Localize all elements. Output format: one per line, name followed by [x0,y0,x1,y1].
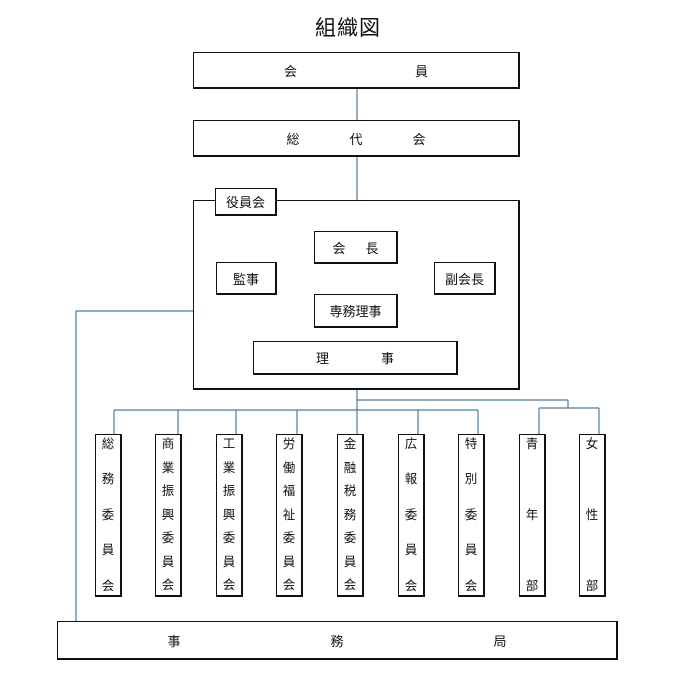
committee-char: 会 [343,577,357,593]
directors-label-2: 事 [381,352,395,367]
committee-char: 商 [161,436,175,451]
vice-chairman-label: 副会長 [444,272,484,288]
committee-char: 委 [404,506,418,522]
chairman-label-1: 会 [332,241,346,257]
committee-char: 特 [464,436,478,451]
committee-char: 興 [161,506,175,522]
committee-char: 会 [464,577,478,593]
committee-char: 振 [222,483,236,499]
committee-char: 委 [282,530,296,546]
womens-division: 女 性 部 [579,434,606,597]
committee-commerce: 商 業 振 興 委 員 会 [155,434,182,597]
committee-char: 祉 [282,506,296,522]
committee-char: 福 [282,483,296,499]
committee-char: 員 [464,542,478,558]
committee-char: 会 [101,577,115,593]
secretariat-box: 事 務 局 [57,621,618,660]
committee-char: 広 [404,436,418,451]
board-group-label-box: 役員会 [215,188,277,216]
committee-char: 働 [282,459,296,475]
committee-char: 年 [525,506,539,522]
committee-char: 会 [161,577,175,593]
committee-char: 会 [282,577,296,593]
committee-char: 税 [343,483,357,499]
committee-char: 振 [161,483,175,499]
committee-char: 女 [585,436,599,451]
committee-char: 員 [161,553,175,569]
committee-char: 会 [404,577,418,593]
committee-char: 員 [282,553,296,569]
secretariat-label-1: 事 [167,634,181,650]
committee-char: 員 [222,553,236,569]
members-label-2: 員 [415,64,429,80]
general-assembly-label-2: 代 [349,132,363,148]
committee-char: 労 [282,436,296,451]
vice-chairman-box: 副会長 [434,262,496,295]
committee-char: 委 [161,530,175,546]
auditor-label: 監事 [232,272,259,288]
committee-general-affairs: 総 務 委 員 会 [95,434,122,597]
board-group-label: 役員会 [225,196,265,211]
general-assembly-label-3: 会 [412,132,426,148]
committee-char: 員 [101,542,115,558]
general-assembly-box: 総 代 会 [193,120,520,157]
committee-char: 委 [101,506,115,522]
committee-char: 業 [222,459,236,475]
executive-director-box: 専務理事 [314,294,398,328]
members-box: 会 員 [193,52,520,89]
page-title: 組織図 [315,16,381,40]
auditor-box: 監事 [216,262,277,295]
committee-finance-tax: 金 融 税 務 委 員 会 [337,434,364,597]
committee-char: 別 [464,471,478,487]
members-label-1: 会 [283,64,297,80]
committee-char: 務 [101,471,115,487]
committee-char: 金 [343,436,357,451]
committee-labor-welfare: 労 働 福 祉 委 員 会 [276,434,303,597]
chairman-label-2: 長 [365,241,379,257]
secretariat-label-3: 局 [493,634,507,650]
committee-industry: 工 業 振 興 委 員 会 [216,434,243,597]
committee-char: 報 [404,471,418,487]
committee-char: 員 [404,542,418,558]
committee-char: 会 [222,577,236,593]
committee-char: 青 [525,436,539,451]
committee-char: 工 [222,436,236,451]
committee-char: 融 [343,459,357,475]
committee-char: 委 [464,506,478,522]
committee-char: 業 [161,459,175,475]
committee-char: 務 [343,506,357,522]
committee-char: 部 [525,577,539,593]
general-assembly-label-1: 総 [286,132,300,148]
committee-char: 員 [343,553,357,569]
committee-char: 部 [585,577,599,593]
secretariat-label-2: 務 [330,634,344,650]
committee-char: 委 [343,530,357,546]
directors-label-1: 理 [315,352,329,367]
committee-char: 性 [585,506,599,522]
directors-box: 理 事 [253,341,458,375]
committee-special: 特 別 委 員 会 [458,434,485,597]
committee-char: 委 [222,530,236,546]
youth-division: 青 年 部 [519,434,546,597]
chairman-box: 会 長 [314,231,398,264]
executive-director-label: 専務理事 [329,305,382,320]
committee-public-relations: 広 報 委 員 会 [398,434,425,597]
committee-char: 興 [222,506,236,522]
committee-char: 総 [101,436,115,451]
